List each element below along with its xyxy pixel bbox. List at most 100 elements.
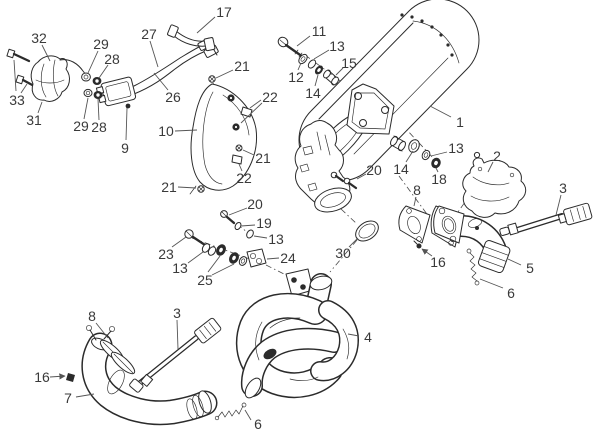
callout-leader — [174, 129, 198, 132]
front-gasket-plates — [99, 339, 136, 375]
callout-label-24: 24 — [280, 250, 296, 266]
callout-label-27: 27 — [141, 26, 157, 42]
callout-leader — [555, 194, 562, 216]
clip-right — [413, 240, 422, 249]
callout-leader — [83, 97, 89, 120]
callout-leader — [13, 59, 17, 92]
callout-label-9: 9 — [121, 140, 129, 156]
shield-clip — [240, 106, 253, 118]
sensor-connector — [194, 317, 222, 344]
rivets — [400, 13, 454, 57]
callout-leader — [335, 67, 344, 76]
bellows-sleeve — [477, 240, 511, 274]
callout-label-30: 30 — [335, 245, 351, 261]
callout-label-29: 29 — [93, 36, 109, 52]
callout-leader — [215, 69, 234, 79]
callout-leader — [87, 50, 99, 74]
control-unit — [95, 37, 219, 109]
hanger-bracket-group — [6, 48, 103, 102]
callout-label-22: 22 — [262, 89, 278, 105]
callout-label-13: 13 — [268, 231, 284, 247]
manifold-top-bracket — [285, 268, 314, 297]
callout-label-29: 29 — [73, 118, 89, 134]
exhaust-elbow — [413, 205, 511, 286]
callout-label-25: 25 — [197, 272, 213, 288]
callout-label-8: 8 — [413, 182, 421, 198]
callout-label-28: 28 — [104, 51, 120, 67]
oxygen-sensor-front — [129, 317, 222, 393]
callout-leader — [253, 235, 268, 239]
callout-label-21: 21 — [161, 179, 177, 195]
callout-leader — [98, 64, 109, 79]
callout-label-8: 8 — [88, 308, 96, 324]
callout-label-3: 3 — [559, 180, 567, 196]
shield-clip — [231, 154, 243, 165]
callout-label-14: 14 — [393, 161, 409, 177]
callout-label-32: 32 — [31, 30, 47, 46]
callout-leader — [348, 237, 359, 248]
callout-leader — [41, 44, 51, 62]
callout-leader — [487, 161, 494, 173]
callout-leader — [75, 393, 95, 398]
callout-leader — [507, 258, 522, 266]
callout-label-13: 13 — [448, 140, 464, 156]
callout-label-23: 23 — [158, 246, 174, 262]
muffler-inlet-casting — [294, 120, 358, 213]
mount-bracket-24 — [246, 248, 267, 268]
clip-front — [66, 373, 75, 382]
callout-leader — [20, 83, 28, 94]
callout-leader — [211, 263, 235, 276]
callout-leader — [347, 333, 360, 337]
callout-leader — [435, 167, 439, 173]
muffler-silencer — [294, 0, 480, 213]
mid-mount-fasteners — [184, 210, 267, 268]
callout-label-6: 6 — [507, 285, 515, 301]
callout-leader — [244, 409, 252, 421]
callout-label-6: 6 — [254, 416, 262, 432]
callout-leader — [49, 373, 66, 380]
callout-leader — [405, 150, 414, 163]
inlet-seal-ring — [355, 220, 379, 242]
callout-leader — [177, 186, 197, 189]
callout-leader — [421, 248, 433, 257]
callout-leader — [97, 98, 100, 121]
callout-label-28: 28 — [91, 119, 107, 135]
callout-leader — [356, 173, 367, 180]
callout-leader — [313, 49, 330, 60]
callout-leader — [297, 62, 302, 71]
right-mount-fasteners — [390, 135, 441, 169]
callout-label-4: 4 — [364, 329, 372, 345]
callout-label-33: 33 — [9, 92, 25, 108]
callout-leader — [149, 40, 159, 68]
breather-hose — [167, 24, 218, 56]
oxygen-sensor-right — [499, 202, 593, 236]
callout-leader — [242, 149, 255, 156]
callout-leader — [153, 72, 169, 91]
callout-label-13: 13 — [329, 38, 345, 54]
callout-leader — [238, 163, 243, 172]
spring-right — [466, 248, 480, 286]
sensor-connector — [557, 202, 593, 226]
shield-screw — [235, 144, 243, 152]
callout-label-3: 3 — [173, 305, 181, 321]
upper-mount-fasteners — [277, 36, 339, 86]
callout-label-18: 18 — [431, 171, 447, 187]
callout-label-1: 1 — [456, 114, 464, 130]
callout-leader — [266, 257, 280, 260]
callout-label-21: 21 — [255, 150, 271, 166]
callout-leader — [240, 224, 256, 227]
callout-leader — [196, 16, 216, 34]
exhaust-manifold — [235, 268, 359, 399]
callout-leader — [95, 322, 109, 339]
callout-label-31: 31 — [26, 112, 42, 128]
callout-leader — [37, 101, 43, 114]
callout-label-12: 12 — [288, 69, 304, 85]
callout-label-20: 20 — [366, 162, 382, 178]
callout-leader — [314, 74, 319, 87]
callout-leader — [176, 319, 179, 350]
callout-leader — [413, 196, 417, 207]
muffler-mount-bracket — [346, 83, 395, 135]
